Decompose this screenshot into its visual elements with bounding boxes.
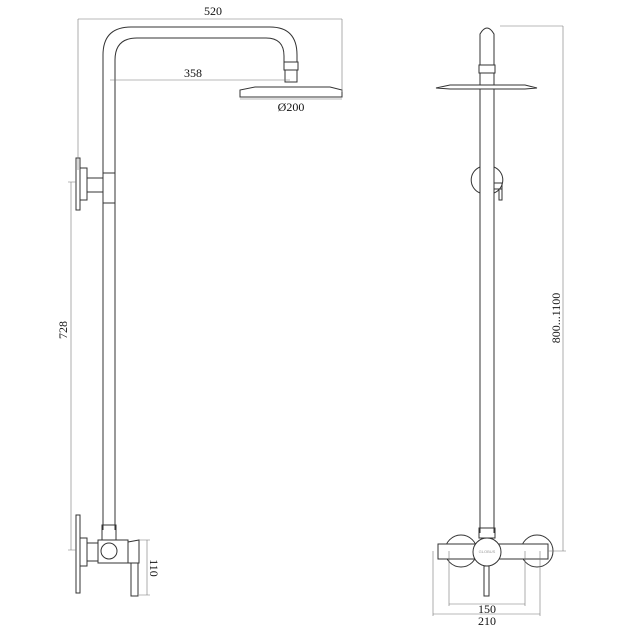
mixer-lever [130, 562, 139, 597]
bracket-flange [79, 167, 88, 201]
dim-label-358: 358 [184, 66, 202, 80]
dim-label-200: Ø200 [278, 100, 305, 114]
dim-label-height: 800...1100 [549, 293, 563, 344]
mixer-body [97, 539, 129, 564]
dim-line-728 [68, 181, 76, 551]
dim-label-728: 728 [56, 321, 70, 339]
riser-arm-outer [102, 26, 298, 530]
head-joint [284, 69, 298, 83]
shower-head-side [239, 86, 343, 98]
head-connector [283, 61, 299, 71]
bracket-front [470, 166, 504, 194]
mixer-inlet [86, 542, 99, 562]
brand-logo: GLOBUS [479, 549, 496, 554]
dim-label-110: 110 [147, 559, 161, 577]
mixer-handle [127, 539, 140, 564]
dim-label-520: 520 [204, 4, 222, 18]
mixer-flange [79, 537, 88, 567]
bracket-sleeve [102, 172, 116, 204]
arm-top [479, 27, 495, 65]
mixer-lever-front [483, 565, 490, 597]
head-joint-front [479, 72, 495, 86]
dim-line-110 [139, 539, 150, 596]
diverter-lever [498, 188, 503, 201]
riser-arm-inner [114, 37, 285, 530]
dim-line-height [500, 25, 566, 552]
bracket-arm [86, 177, 104, 193]
dim-line-210 [432, 551, 541, 616]
wall-plate-bottom [75, 514, 81, 594]
mixer-connector-front [478, 527, 496, 539]
dim-line-150 [448, 551, 526, 606]
shower-head-front [435, 84, 538, 90]
diverter [493, 182, 503, 190]
head-connector-front [478, 64, 496, 74]
front-view: GLOBUS 800...1100 150 210 [432, 25, 566, 628]
dim-line-520 [77, 18, 343, 170]
dim-label-150: 150 [478, 602, 496, 616]
mixer-knob [100, 542, 118, 560]
side-view: 520 358 Ø200 728 110 [56, 4, 343, 597]
mixer-connector [101, 524, 117, 541]
riser-front [479, 89, 495, 533]
dim-label-210: 210 [478, 614, 496, 628]
